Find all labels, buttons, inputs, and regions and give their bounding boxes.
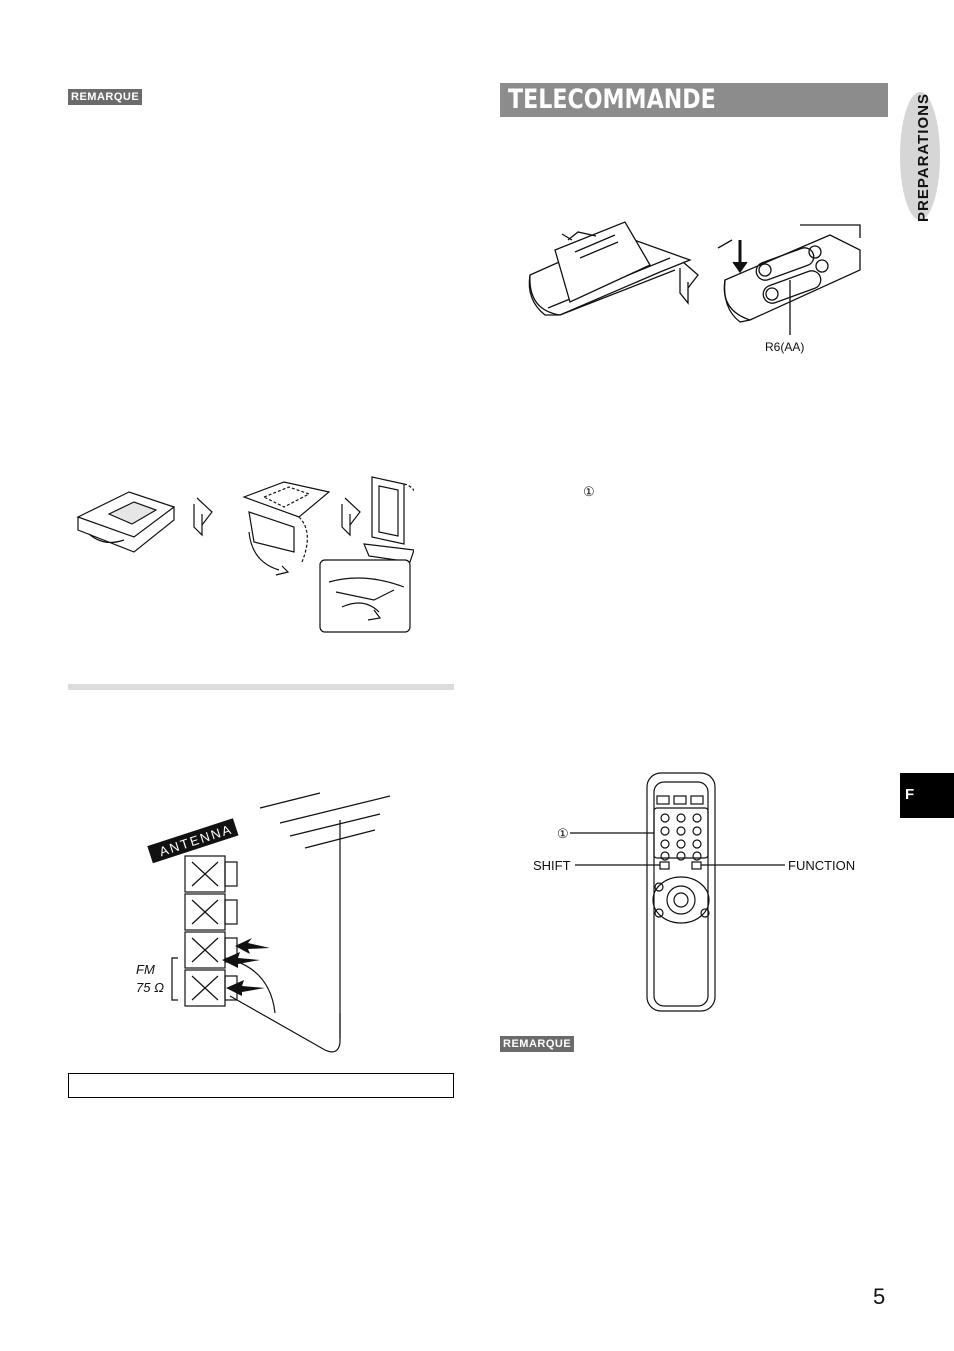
fm-antenna-figure: ANTENNA FM 75 Ω [136, 792, 391, 1053]
side-label: PREPARATIONS [915, 93, 932, 222]
battery-insertion-figure: R6(AA) [528, 221, 861, 354]
empty-note-box [68, 1073, 454, 1098]
language-tab-letter: F [905, 786, 915, 803]
battery-type-label: R6(AA) [765, 340, 804, 354]
side-label-oval [900, 92, 940, 220]
function-label: FUNCTION [788, 858, 855, 873]
page-number: 5 [873, 1284, 886, 1309]
note-badge-top: REMARQUE [68, 89, 143, 105]
note-badge-bottom: REMARQUE [500, 1036, 575, 1052]
remote-marker: ① [557, 826, 569, 841]
remote-control-figure: ① SHIFT FUNCTION [533, 772, 855, 1012]
section-divider [68, 684, 454, 690]
language-tab [900, 773, 954, 818]
am-loop-antenna-figure [76, 476, 414, 633]
section-title: TELECOMMANDE [508, 84, 716, 115]
shift-label: SHIFT [533, 858, 571, 873]
step-marker: ① [583, 484, 595, 499]
section-header-bar [500, 83, 888, 117]
fm-label: FM [136, 962, 155, 977]
ohm-label: 75 Ω [136, 980, 164, 995]
